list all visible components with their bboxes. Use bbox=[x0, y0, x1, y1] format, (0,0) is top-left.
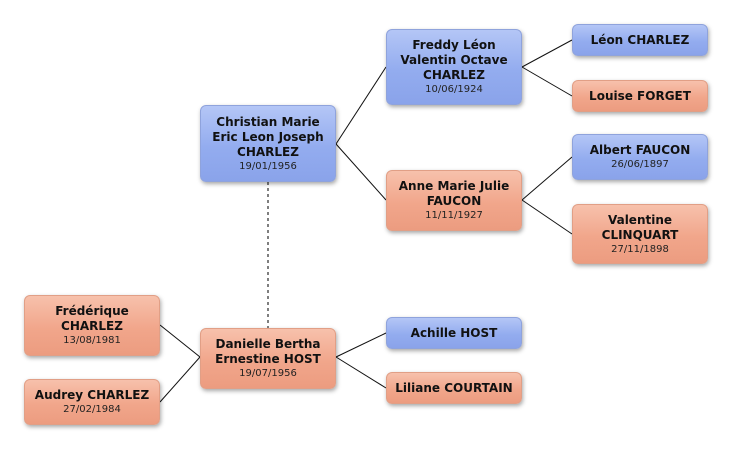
person-liliane-courtain[interactable]: Liliane COURTAIN bbox=[386, 372, 522, 404]
connector-line bbox=[521, 66, 573, 97]
person-valentine-clinquart[interactable]: Valentine CLINQUART 27/11/1898 bbox=[572, 204, 708, 264]
person-name: Freddy Léon Valentin Octave CHARLEZ bbox=[400, 38, 508, 82]
person-birth-date: 27/02/1984 bbox=[63, 404, 121, 415]
person-name: Frédérique CHARLEZ bbox=[55, 304, 129, 333]
person-freddy-charlez[interactable]: Freddy Léon Valentin Octave CHARLEZ 10/0… bbox=[386, 29, 522, 105]
person-christian-charlez[interactable]: Christian Marie Eric Leon Joseph CHARLEZ… bbox=[200, 105, 336, 182]
connector-line bbox=[159, 324, 201, 358]
person-louise-forget[interactable]: Louise FORGET bbox=[572, 80, 708, 112]
person-name: Valentine CLINQUART bbox=[601, 212, 679, 242]
connector-line bbox=[335, 143, 387, 201]
person-birth-date: 10/06/1924 bbox=[425, 84, 483, 95]
connector-line bbox=[521, 156, 573, 201]
connector-line bbox=[335, 66, 387, 145]
person-name: Léon CHARLEZ bbox=[590, 32, 690, 47]
person-name: Christian Marie Eric Leon Joseph CHARLEZ bbox=[212, 114, 324, 159]
person-birth-date: 26/06/1897 bbox=[611, 159, 669, 170]
person-audrey-charlez[interactable]: Audrey CHARLEZ 27/02/1984 bbox=[24, 379, 160, 425]
person-name: Audrey CHARLEZ bbox=[34, 388, 150, 402]
person-name: Louise FORGET bbox=[589, 88, 691, 103]
connector-line bbox=[159, 356, 201, 403]
person-birth-date: 11/11/1927 bbox=[425, 210, 483, 221]
connector-line bbox=[335, 332, 387, 358]
person-danielle-host[interactable]: Danielle Bertha Ernestine HOST 19/07/195… bbox=[200, 328, 336, 389]
person-birth-date: 27/11/1898 bbox=[611, 243, 669, 255]
person-anne-faucon[interactable]: Anne Marie Julie FAUCON 11/11/1927 bbox=[386, 170, 522, 231]
person-frederique-charlez[interactable]: Frédérique CHARLEZ 13/08/1981 bbox=[24, 295, 160, 356]
person-achille-host[interactable]: Achille HOST bbox=[386, 317, 522, 349]
person-name: Danielle Bertha Ernestine HOST bbox=[215, 337, 321, 366]
person-name: Achille HOST bbox=[410, 325, 498, 340]
person-leon-charlez[interactable]: Léon CHARLEZ bbox=[572, 24, 708, 56]
person-albert-faucon[interactable]: Albert FAUCON 26/06/1897 bbox=[572, 134, 708, 180]
connector-line bbox=[335, 356, 387, 389]
person-birth-date: 13/08/1981 bbox=[63, 335, 121, 346]
person-name: Albert FAUCON bbox=[589, 143, 691, 157]
person-name: Anne Marie Julie FAUCON bbox=[398, 179, 510, 208]
person-birth-date: 19/07/1956 bbox=[239, 368, 297, 379]
person-name: Liliane COURTAIN bbox=[395, 380, 513, 395]
connector-line bbox=[521, 39, 573, 68]
person-birth-date: 19/01/1956 bbox=[239, 160, 297, 172]
connector-line bbox=[521, 199, 573, 235]
